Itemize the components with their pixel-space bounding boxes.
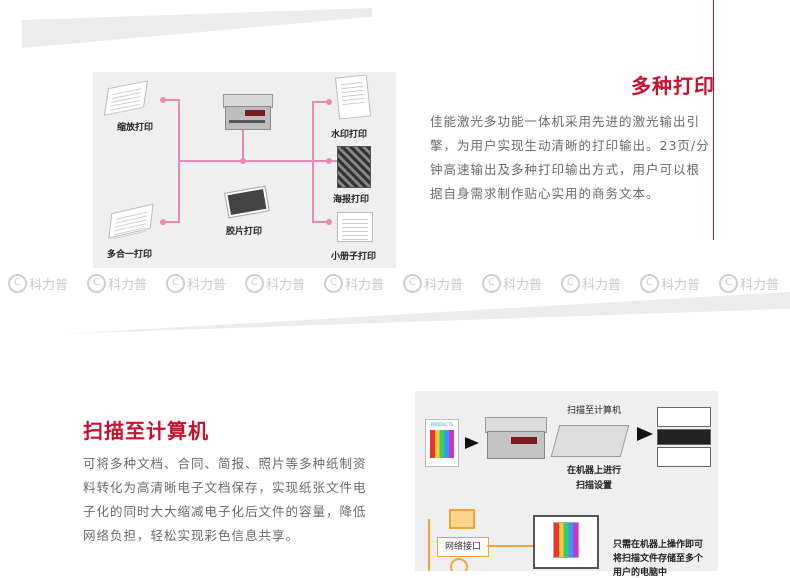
on-device-label-line2: 扫描设置 (576, 481, 613, 491)
print-section-title: 多种打印 (631, 74, 715, 98)
screen-thumbnail (657, 429, 711, 445)
poster-print-image (337, 146, 371, 188)
network-port-box: 网络接口 (437, 537, 489, 557)
products-poster: PRODUCTS (425, 419, 459, 467)
booklet-print-document (337, 212, 373, 242)
scan-diagram-panel: PRODUCTS 扫描至计算机 在机器上进行 扫描设置 网络接口 只需在机器上操… (415, 391, 718, 578)
print-diagram-panel: 缩放打印 多合一打印 胶片打印 水印打印 海报打印 小册子打印 (93, 72, 396, 268)
watermark-logo-icon: C (640, 274, 659, 293)
print-connector-lines (160, 97, 343, 225)
vertical-divider (713, 0, 714, 240)
watermark-logo-icon: C (245, 274, 264, 293)
arrow-right-icon (637, 427, 653, 441)
poster-print-label: 海报打印 (333, 195, 370, 205)
screen-thumbnail (657, 447, 711, 467)
watermark-logo-icon: C (482, 274, 501, 293)
only-on-device-line3: 用户的电脑中 (613, 568, 668, 578)
watermark-print-document (334, 74, 372, 120)
zoom-print-label: 缩放打印 (117, 123, 154, 133)
watermark-logo-icon: C (719, 274, 738, 293)
only-on-device-line1: 只需在机器上操作即可 (613, 540, 704, 550)
products-tag: PRODUCTS (430, 422, 454, 427)
watermark-logo-icon: C (166, 274, 185, 293)
middle-decorative-band (60, 292, 790, 334)
top-decorative-band (22, 8, 372, 48)
watermark-logo-icon: C (403, 274, 422, 293)
screen-thumbnail (657, 407, 711, 427)
on-device-label-line1: 在机器上进行 (567, 466, 622, 476)
watermark-logo-icon: C (561, 274, 580, 293)
photo-print-label: 胶片打印 (226, 227, 263, 237)
watermark-logo-icon: C (87, 274, 106, 293)
watermark-print-label: 水印打印 (331, 130, 368, 140)
network-port-label: 网络接口 (444, 542, 481, 552)
scan-section-description: 可将多种文档、合同、简报、照片等多种纸制资料转化为高清晰电子文档保存，实现纸张文… (83, 456, 367, 543)
watermark-logo-icon: C (8, 274, 27, 293)
monitor-image (533, 515, 599, 569)
watermark-logo-icon: C (324, 274, 343, 293)
scan-to-pc-label: 扫描至计算机 (567, 406, 622, 416)
only-on-device-line2: 将扫描文件存储至多个 (613, 554, 704, 564)
printer-image (223, 94, 273, 132)
multi-up-print-label: 多合一打印 (107, 250, 153, 260)
booklet-print-label: 小册子打印 (331, 252, 377, 262)
print-section-description: 佳能激光多功能一体机采用先进的激光输出引擎，为用户实现生动清晰的打印输出。23页… (430, 114, 710, 201)
network-connector-lines (428, 519, 533, 571)
scan-section-title: 扫描至计算机 (83, 419, 209, 443)
scanner-printer-image (485, 417, 547, 461)
network-port-icon (449, 509, 475, 529)
arrow-right-icon (465, 437, 479, 449)
